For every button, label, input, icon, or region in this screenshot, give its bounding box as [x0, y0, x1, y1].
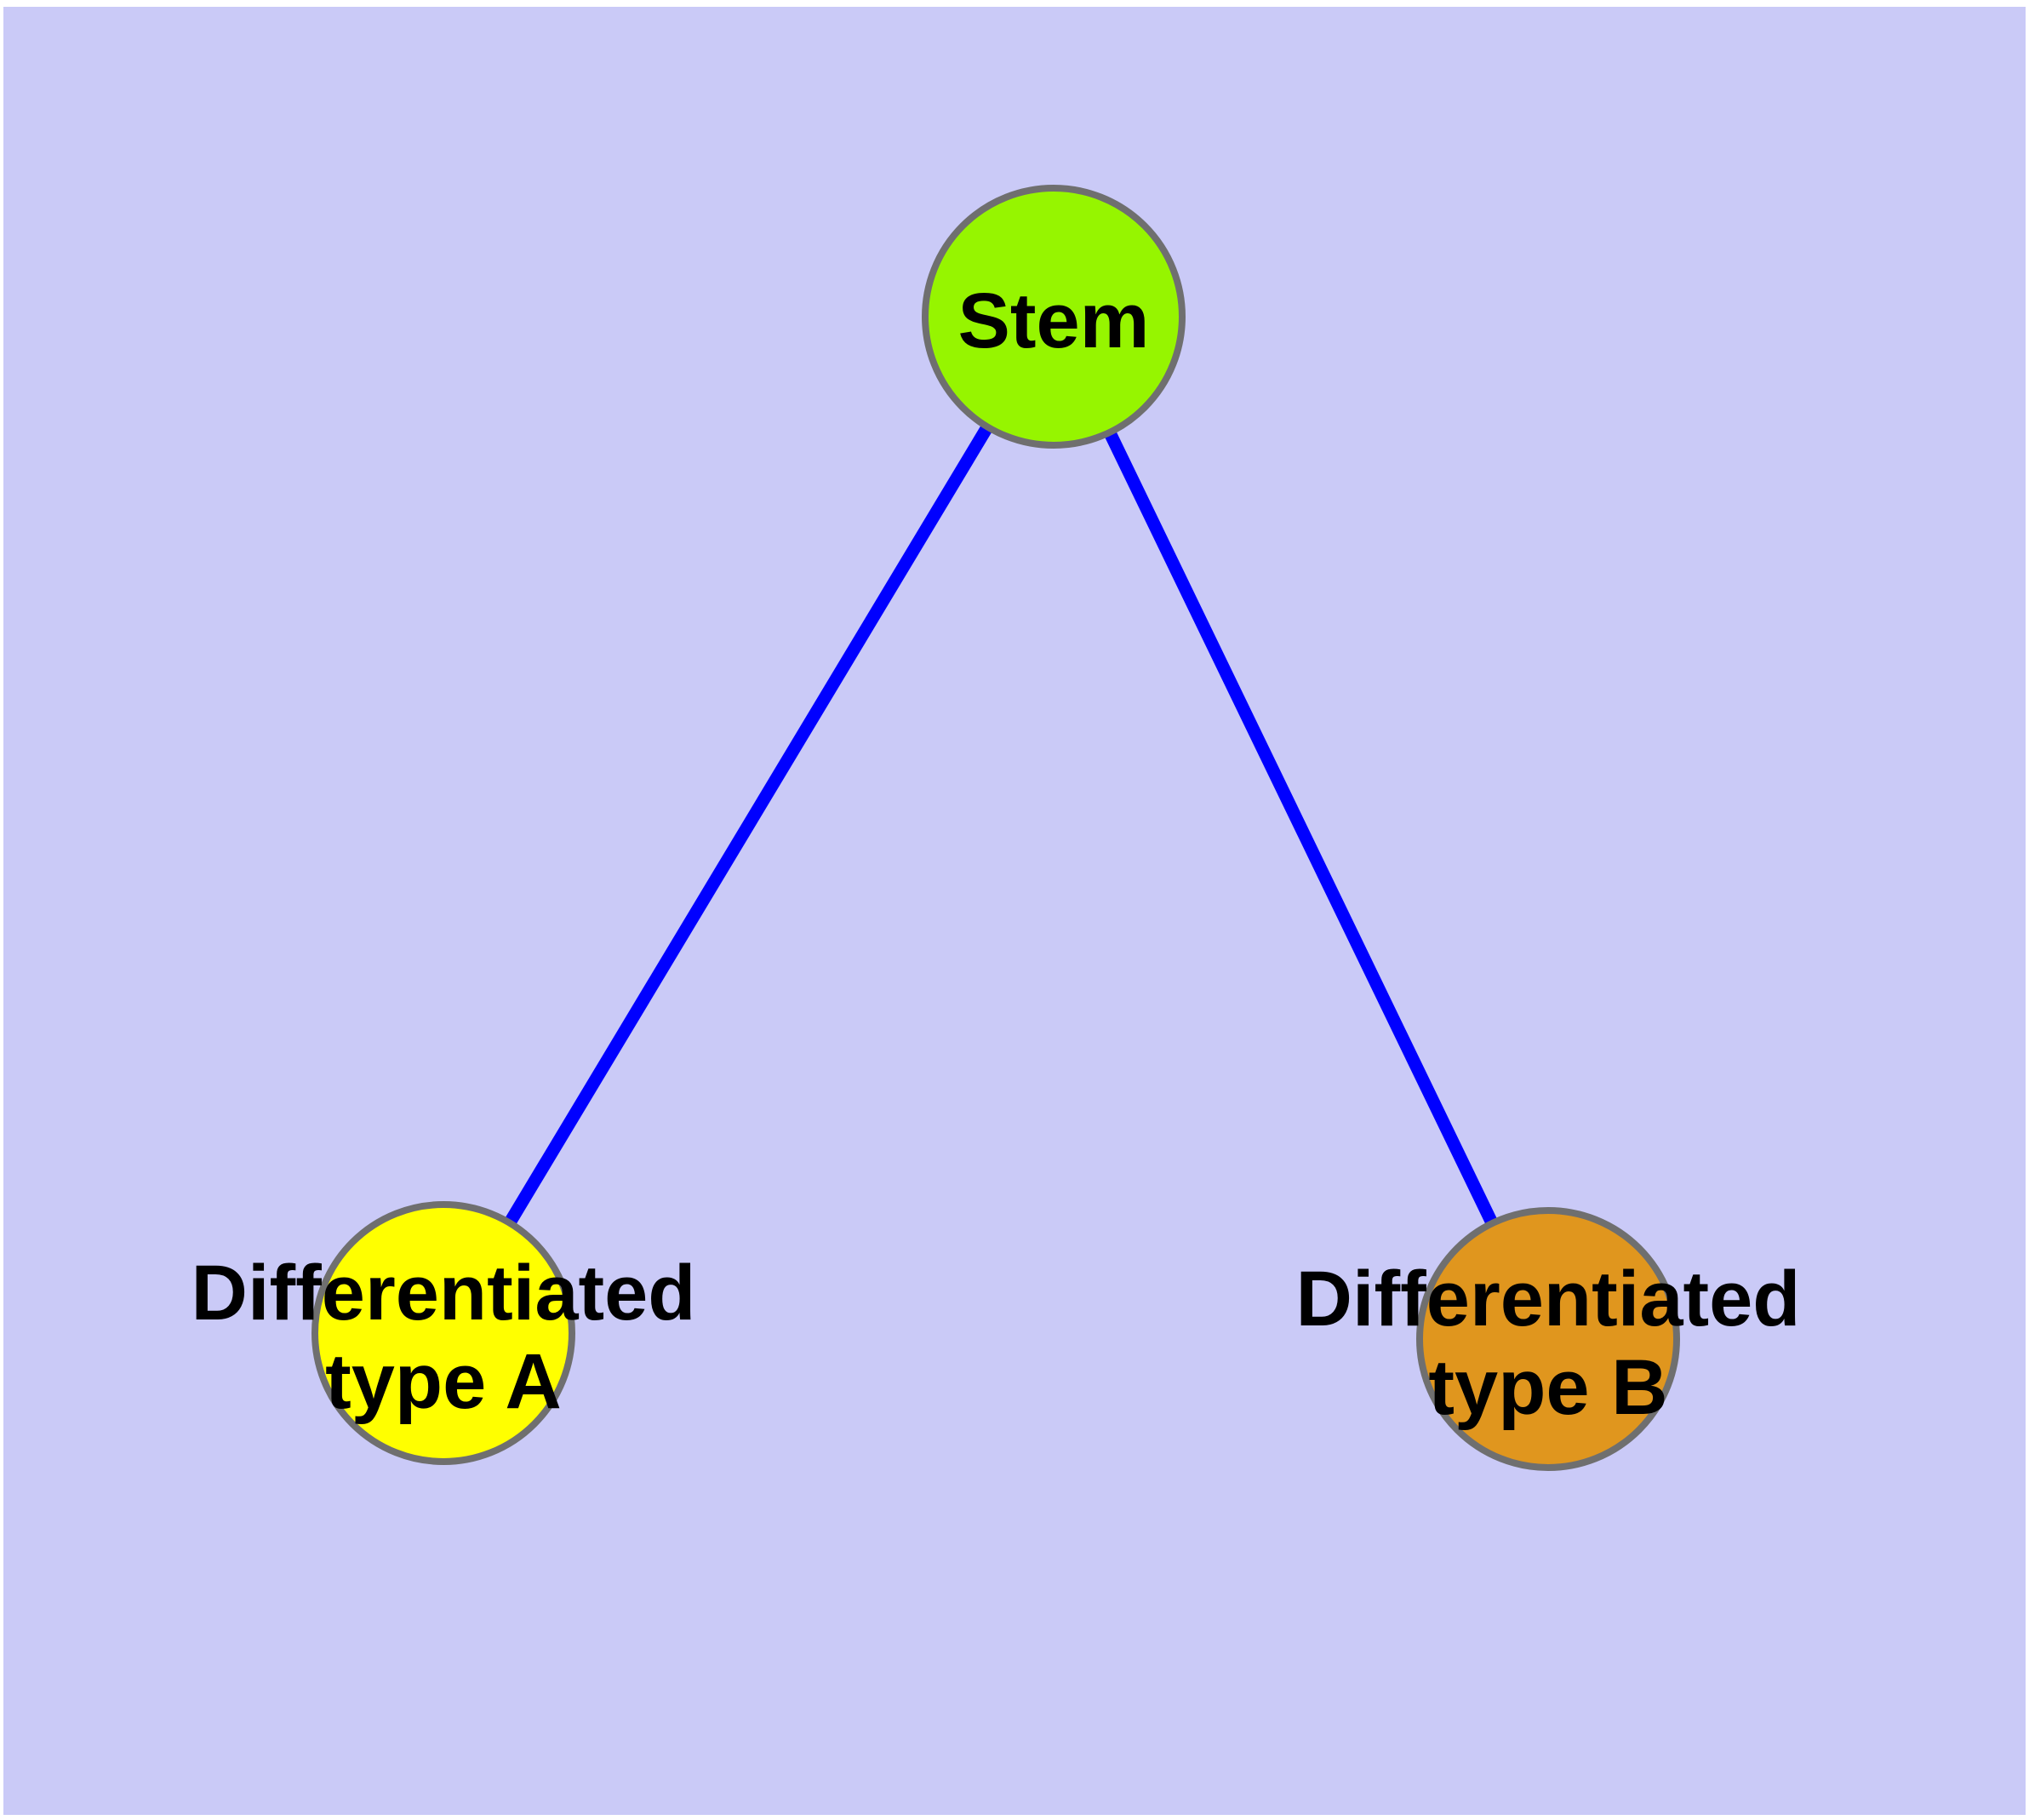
node-label-line: type A	[325, 1338, 562, 1425]
edge-layer	[437, 313, 1554, 1342]
node-label-line: Stem	[958, 278, 1150, 364]
node-differentiated-type-b	[1416, 1207, 1680, 1471]
edge-stem-to-differentiated-type-a	[437, 313, 1060, 1336]
node-differentiated-type-a	[311, 1201, 575, 1465]
node-label-line: Differentiated	[191, 1250, 696, 1336]
node-label-line: Differentiated	[1296, 1256, 1801, 1342]
edge-stem-to-differentiated-type-b	[1048, 313, 1554, 1342]
node-stem	[922, 185, 1186, 449]
node-label-line: type B	[1428, 1344, 1667, 1431]
node-label-stem: Stem	[958, 278, 1150, 364]
node-layer	[311, 185, 1680, 1471]
